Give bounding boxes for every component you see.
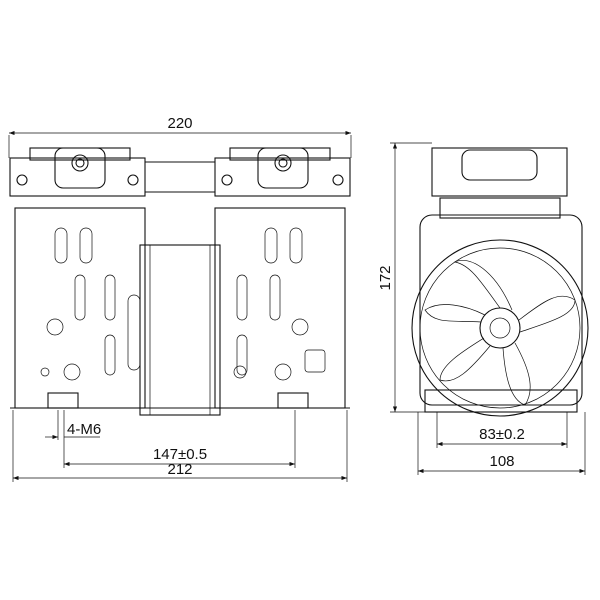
dim-212: 212: [167, 461, 192, 478]
front-view: [9, 147, 351, 416]
fan: [411, 239, 589, 417]
dim-172: 172: [377, 265, 394, 290]
right-head: [214, 147, 351, 197]
dim-83: 83±0.2: [479, 426, 525, 443]
dim-220: 220: [167, 115, 192, 132]
dim-108: 108: [489, 453, 514, 470]
dim-4-m6: 4-M6: [67, 421, 101, 438]
dim-147: 147±0.5: [153, 446, 207, 463]
side-view: [411, 147, 589, 417]
dimension-lines: [8, 130, 586, 482]
left-head: [9, 147, 146, 197]
